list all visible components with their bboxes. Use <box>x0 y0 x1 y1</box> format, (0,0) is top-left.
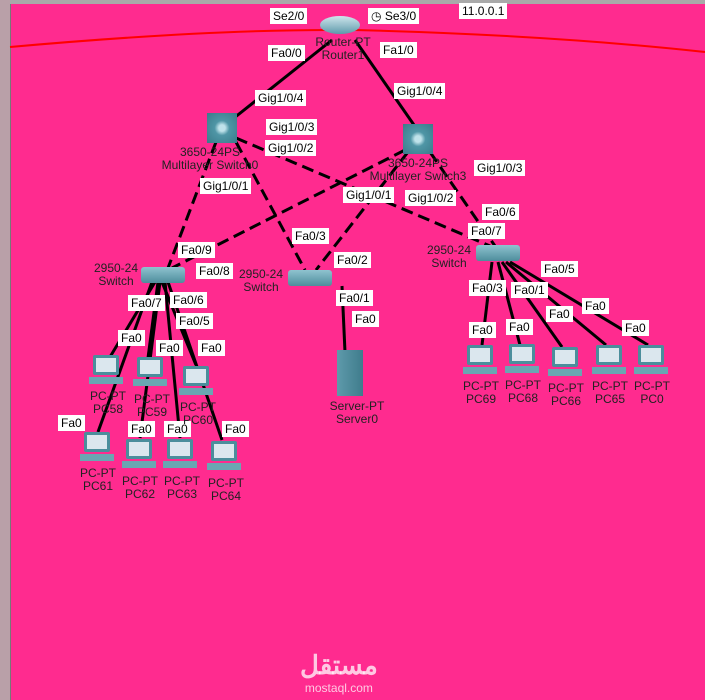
pc-icon[interactable] <box>463 345 499 379</box>
port-label: Fa0 <box>198 340 225 356</box>
port-label: Gig1/0/1 <box>343 187 395 203</box>
port-label: Gig1/0/4 <box>255 90 307 106</box>
port-label: Fa0 <box>546 306 573 322</box>
network-ip-label: 11.0.0.1 <box>459 3 508 19</box>
port-label: Gig1/0/4 <box>394 83 446 99</box>
router-icon[interactable] <box>320 16 360 34</box>
port-label: Fa0/6 <box>482 204 519 220</box>
port-label: Se2/0 <box>270 8 308 24</box>
serial-link-left <box>9 29 331 48</box>
link-mls3-swmid <box>314 151 410 271</box>
port-label: Gig1/0/2 <box>265 140 317 156</box>
port-label: Fa0/1 <box>511 282 548 298</box>
switch-icon[interactable] <box>476 245 520 261</box>
pc-icon[interactable] <box>163 439 199 473</box>
port-label: Fa0/5 <box>541 261 578 277</box>
pc-icon[interactable] <box>80 432 116 466</box>
switch-icon[interactable] <box>141 267 185 283</box>
link-router-mls3 <box>353 39 416 126</box>
server-icon[interactable] <box>337 350 363 396</box>
port-label: Fa0 <box>58 415 85 431</box>
port-label: Fa0/3 <box>469 280 506 296</box>
pc-icon[interactable] <box>207 441 243 475</box>
port-label: Fa0 <box>622 320 649 336</box>
switch-icon[interactable] <box>288 270 332 286</box>
link-mls0-swmid <box>234 141 307 271</box>
serial-link-right <box>354 29 705 53</box>
multilayer-switch-icon[interactable] <box>403 124 433 154</box>
port-label: Fa0 <box>128 421 155 437</box>
port-label: Fa0/7 <box>468 223 505 239</box>
port-label: Fa0 <box>582 298 609 314</box>
port-label: Fa0 <box>156 340 183 356</box>
multilayer-switch-icon[interactable] <box>207 113 237 143</box>
port-label: Fa0/0 <box>268 45 305 61</box>
port-label: Fa0 <box>164 421 191 437</box>
port-label: Fa0 <box>352 311 379 327</box>
port-label: Fa0 <box>469 322 496 338</box>
port-label: Gig1/0/2 <box>405 190 457 206</box>
port-label: Fa0/8 <box>196 263 233 279</box>
pc-icon[interactable] <box>122 439 158 473</box>
pc-icon[interactable] <box>548 347 584 381</box>
port-label: ◷ Se3/0 <box>368 8 420 24</box>
port-label: Fa1/0 <box>380 42 417 58</box>
port-label: Fa0/3 <box>292 228 329 244</box>
port-label: Fa0 <box>118 330 145 346</box>
port-label: Fa0/2 <box>334 252 371 268</box>
link-mls0-swleft <box>166 141 218 269</box>
pc-icon[interactable] <box>133 357 169 391</box>
port-label: Fa0/9 <box>178 242 215 258</box>
pc-icon[interactable] <box>179 366 215 400</box>
port-label: Fa0/1 <box>336 290 373 306</box>
port-label: Gig1/0/3 <box>266 119 318 135</box>
port-label: Gig1/0/1 <box>200 178 252 194</box>
port-label: Gig1/0/3 <box>474 160 526 176</box>
pc-icon[interactable] <box>592 345 628 379</box>
pc-icon[interactable] <box>505 344 541 378</box>
link-mls0-swright <box>235 136 491 248</box>
port-label: Fa0 <box>506 319 533 335</box>
pc-icon[interactable] <box>634 345 670 379</box>
watermark: مستقل mostaql.com <box>300 650 378 695</box>
clock-icon: ◷ <box>371 9 385 23</box>
pc-icon[interactable] <box>89 355 125 389</box>
top-panel-edge <box>10 0 705 4</box>
port-label: Fa0 <box>222 421 249 437</box>
left-panel-edge <box>0 0 11 700</box>
port-label: Fa0/5 <box>176 313 213 329</box>
link-router-mls0 <box>233 38 333 120</box>
port-label: Fa0/7 <box>128 295 165 311</box>
port-label: Fa0/6 <box>170 292 207 308</box>
